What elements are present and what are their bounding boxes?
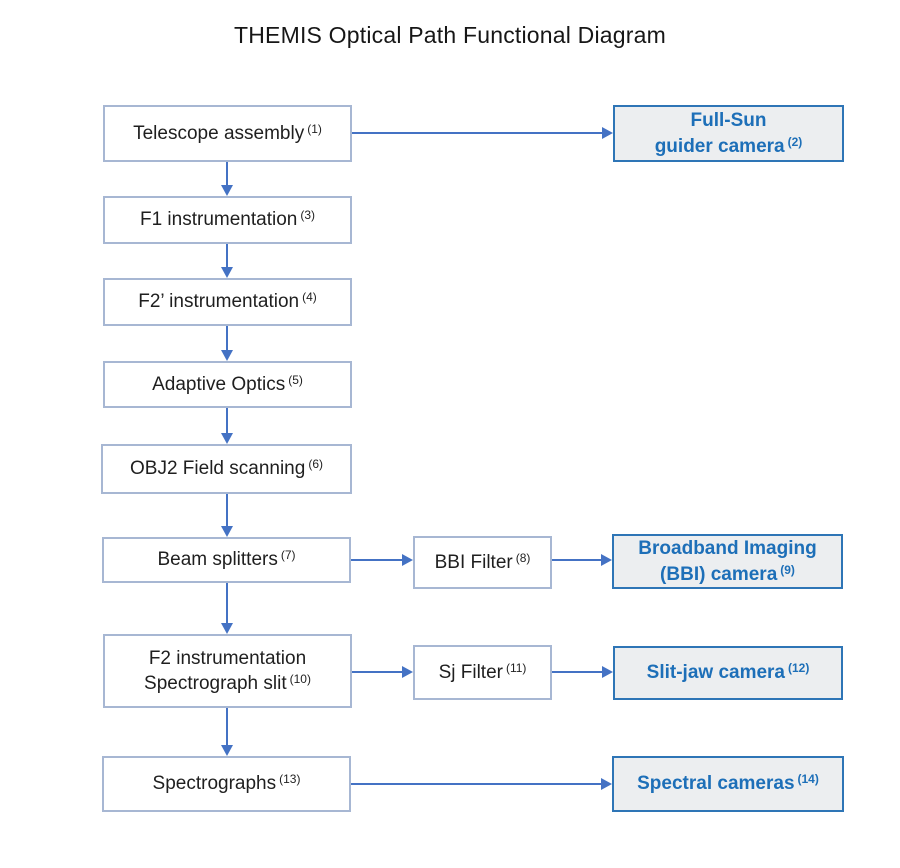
- arrow-telescope-to-f1: [226, 162, 228, 185]
- node-label: Spectrographs(13): [152, 772, 301, 795]
- node-f1-instrumentation: F1 instrumentation(3): [103, 196, 352, 244]
- arrow-beam-splitters-to-f2-slit: [226, 583, 228, 623]
- node-spectrographs: Spectrographs(13): [102, 756, 351, 812]
- node-number: (4): [302, 290, 317, 305]
- node-number: (5): [288, 372, 303, 387]
- arrow-telescope-to-guider-camera: [352, 132, 602, 134]
- node-label: F2’ instrumentation(4): [138, 290, 317, 313]
- node-full-sun-guider-camera: Full-Sun guider camera(2): [613, 105, 844, 162]
- arrow-f1-to-f2prime: [226, 244, 228, 267]
- node-telescope-assembly: Telescope assembly(1): [103, 105, 352, 162]
- arrow-obj2-to-beam-splitters: [226, 494, 228, 526]
- node-f2-prime-instrumentation: F2’ instrumentation(4): [103, 278, 352, 326]
- node-label-line2: (BBI) camera(9): [660, 562, 795, 585]
- node-bbi-filter: BBI Filter(8): [413, 536, 552, 589]
- node-label-line2: Spectrograph slit(10): [144, 672, 311, 694]
- node-label: OBJ2 Field scanning(6): [130, 457, 323, 480]
- node-broadband-imaging-camera: Broadband Imaging (BBI) camera(9): [612, 534, 843, 589]
- node-number: (6): [308, 457, 323, 472]
- node-number: (7): [280, 548, 296, 563]
- page-title: THEMIS Optical Path Functional Diagram: [234, 22, 666, 48]
- node-label: F1 instrumentation(3): [139, 208, 316, 231]
- node-label-line1: Broadband Imaging: [638, 538, 817, 560]
- node-label-line1: F2 instrumentation: [148, 647, 307, 669]
- node-label: Sj Filter(11): [438, 660, 527, 683]
- node-number: (13): [279, 772, 301, 787]
- arrow-f2-slit-to-sj-filter: [352, 671, 402, 673]
- node-number: (3): [300, 208, 316, 223]
- node-obj2-field-scanning: OBJ2 Field scanning(6): [101, 444, 352, 494]
- node-slit-jaw-camera: Slit-jaw camera(12): [613, 646, 843, 700]
- node-number: (2): [787, 134, 803, 149]
- node-number: (8): [515, 550, 531, 565]
- node-label: Slit-jaw camera(12): [646, 661, 810, 684]
- node-label: Telescope assembly(1): [133, 121, 322, 144]
- node-beam-splitters: Beam splitters(7): [102, 537, 351, 583]
- node-label-line2: guider camera(2): [654, 134, 803, 157]
- arrow-bbi-filter-to-bbi-camera: [552, 559, 601, 561]
- node-label: Beam splitters(7): [157, 548, 296, 571]
- node-label-line1: Full-Sun: [690, 110, 767, 132]
- node-number: (14): [797, 772, 819, 787]
- node-number: (9): [780, 562, 795, 577]
- node-sj-filter: Sj Filter(11): [413, 645, 552, 700]
- arrow-sj-filter-to-slit-jaw-camera: [552, 671, 602, 673]
- arrow-beam-splitters-to-bbi-filter: [351, 559, 402, 561]
- arrow-f2prime-to-adaptive-optics: [226, 326, 228, 350]
- node-number: (11): [505, 660, 527, 675]
- node-spectral-cameras: Spectral cameras(14): [612, 756, 844, 812]
- node-number: (12): [788, 661, 810, 676]
- arrow-f2-slit-to-spectrographs: [226, 708, 228, 745]
- node-adaptive-optics: Adaptive Optics(5): [103, 361, 352, 408]
- node-label: BBI Filter(8): [434, 550, 531, 573]
- arrow-adaptive-optics-to-obj2: [226, 408, 228, 433]
- node-number: (1): [307, 121, 322, 136]
- node-label: Spectral cameras(14): [637, 772, 819, 795]
- node-number: (10): [289, 672, 311, 686]
- node-label: Adaptive Optics(5): [152, 372, 303, 395]
- node-f2-spectrograph-slit: F2 instrumentation Spectrograph slit(10): [103, 634, 352, 708]
- arrow-spectrographs-to-spectral-cameras: [351, 783, 601, 785]
